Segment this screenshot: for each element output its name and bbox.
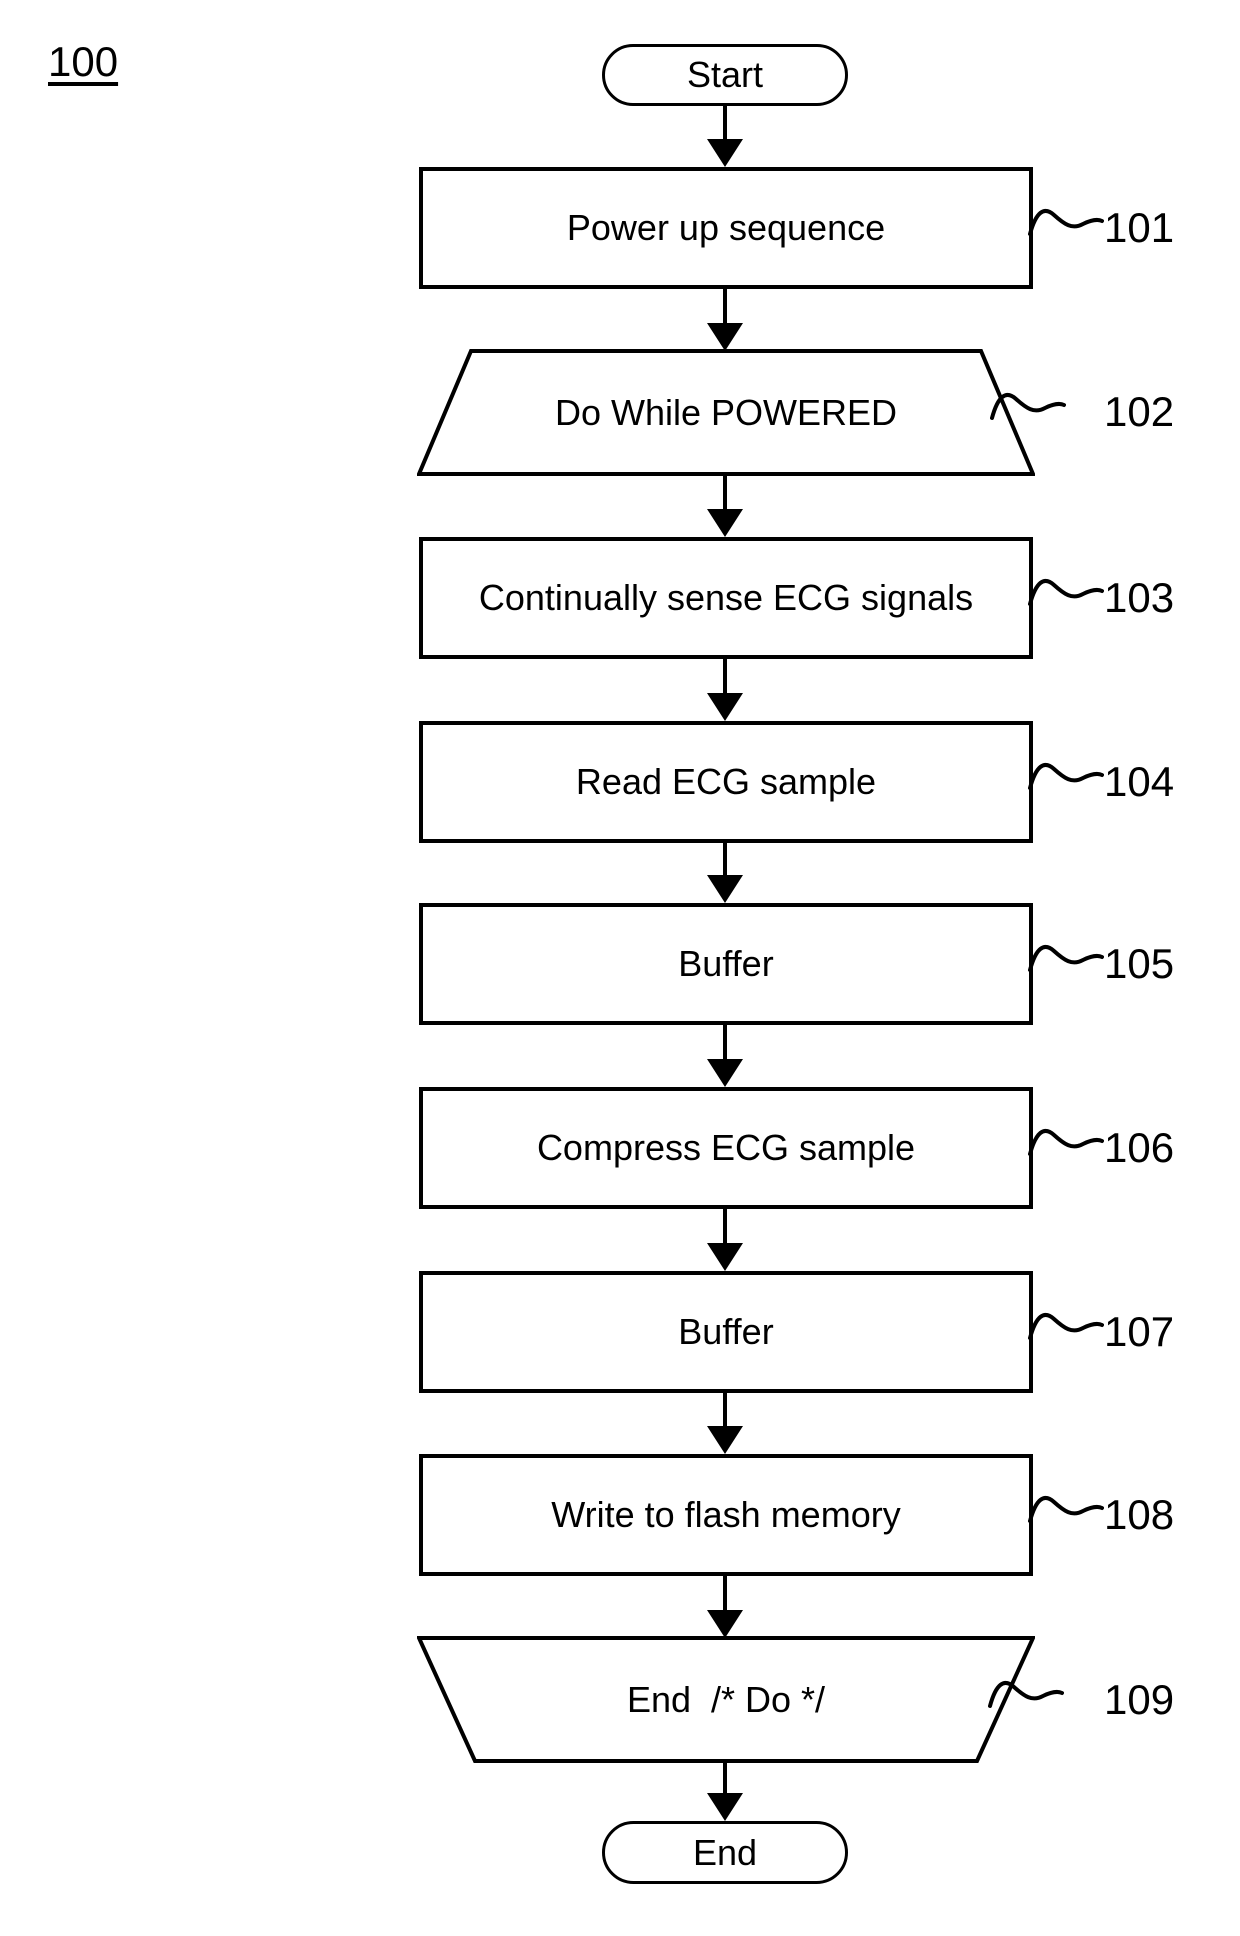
flow-node-107: Buffer	[419, 1271, 1033, 1393]
arrowhead-icon	[707, 1610, 743, 1638]
flow-node-105: Buffer	[419, 903, 1033, 1025]
flow-node-103: Continually sense ECG signals	[419, 537, 1033, 659]
flow-arrow	[707, 289, 743, 351]
flow-node-end: End	[602, 1821, 848, 1884]
ref-number-109: 109	[1104, 1676, 1175, 1723]
leader-line	[1028, 945, 1104, 972]
flow-node-104: Read ECG sample	[419, 721, 1033, 843]
arrowhead-icon	[707, 693, 743, 721]
node-label: End /* Do */	[626, 1678, 826, 1720]
arrow-line	[723, 1761, 727, 1799]
leader-line	[1028, 1313, 1104, 1340]
arrow-line	[723, 1209, 727, 1249]
node-label: Power up sequence	[566, 207, 886, 248]
arrow-line	[723, 289, 727, 329]
ref-number-107: 107	[1104, 1308, 1175, 1355]
flow-node-108: Write to flash memory	[419, 1454, 1033, 1576]
leader-line	[1028, 1129, 1104, 1156]
node-label: Read ECG sample	[575, 761, 877, 802]
flow-node-start: Start	[602, 44, 848, 106]
arrow-line	[723, 1025, 727, 1065]
ref-number-106: 106	[1104, 1124, 1175, 1171]
ref-number-101: 101	[1104, 204, 1175, 251]
ref-number-103: 103	[1104, 574, 1175, 621]
leader-line	[988, 1681, 1064, 1708]
flow-node-102: Do While POWERED	[417, 349, 1035, 476]
flow-arrow	[707, 659, 743, 721]
node-label: Start	[686, 54, 764, 95]
node-label: Buffer	[678, 1311, 774, 1352]
flow-arrow	[707, 1761, 743, 1821]
flow-arrow	[707, 1393, 743, 1454]
leader-line	[1028, 1496, 1104, 1523]
arrowhead-icon	[707, 1243, 743, 1271]
arrowhead-icon	[707, 1059, 743, 1087]
flow-arrow	[707, 106, 743, 167]
arrowhead-icon	[707, 875, 743, 903]
flow-arrow	[707, 843, 743, 903]
arrow-line	[723, 474, 727, 515]
flow-node-109: End /* Do */	[417, 1636, 1035, 1763]
ref-number-108: 108	[1104, 1491, 1175, 1538]
node-label: End	[692, 1831, 758, 1873]
arrow-line	[723, 1576, 727, 1616]
ref-number-104: 104	[1104, 758, 1175, 805]
arrowhead-icon	[707, 1426, 743, 1454]
flow-arrow	[707, 1576, 743, 1638]
arrowhead-icon	[707, 323, 743, 351]
flow-node-109-shape	[417, 1636, 1035, 1763]
ref-number-102: 102	[1104, 388, 1175, 435]
node-label: Buffer	[678, 943, 774, 984]
node-label: Write to flash memory	[551, 1494, 901, 1535]
flow-arrow	[707, 1209, 743, 1271]
node-label: Compress ECG sample	[536, 1127, 916, 1168]
leader-line	[1028, 209, 1104, 236]
flow-node-101: Power up sequence	[419, 167, 1033, 289]
flow-arrow	[707, 1025, 743, 1087]
arrow-line	[723, 106, 727, 145]
figure-label: 100	[48, 38, 119, 85]
leader-line	[1028, 763, 1104, 790]
arrowhead-icon	[707, 1793, 743, 1821]
ref-number-105: 105	[1104, 940, 1175, 987]
arrow-line	[723, 1393, 727, 1432]
flow-arrow	[707, 474, 743, 537]
leader-line	[990, 393, 1066, 420]
arrowhead-icon	[707, 139, 743, 167]
leader-line	[1028, 579, 1104, 606]
node-label: Continually sense ECG signals	[478, 577, 974, 618]
arrow-line	[723, 843, 727, 881]
node-label: Do While POWERED	[554, 391, 898, 433]
arrow-line	[723, 659, 727, 699]
flow-node-106: Compress ECG sample	[419, 1087, 1033, 1209]
flow-node-102-shape	[417, 349, 1035, 476]
arrowhead-icon	[707, 509, 743, 537]
